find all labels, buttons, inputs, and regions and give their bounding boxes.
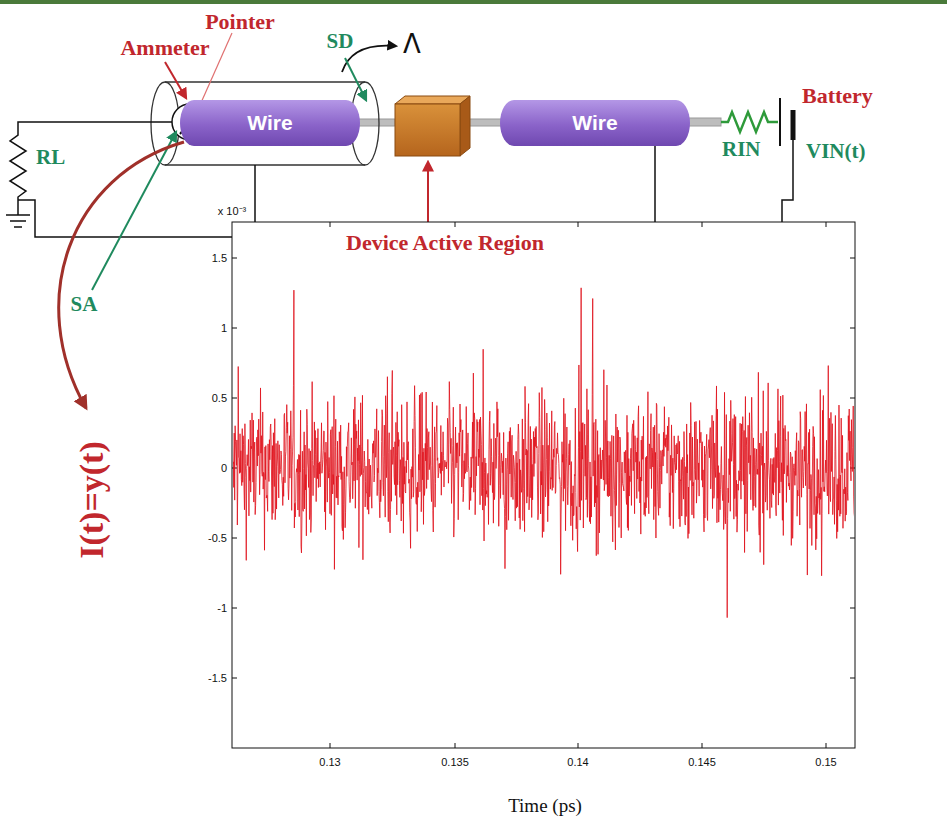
callout-label: Ammeter: [120, 36, 209, 60]
ammeter-leader: [165, 62, 186, 98]
surface-label: SD: [327, 30, 354, 53]
chart-frame: [232, 222, 855, 748]
tick-label: 0.5: [212, 392, 227, 404]
wire-label: Wire: [572, 111, 617, 135]
tick-label: 0.145: [688, 756, 716, 768]
component-label: VIN(t): [806, 140, 865, 163]
callout-label: Device Active Region: [346, 231, 544, 255]
surface-symbol: Λ: [403, 30, 421, 59]
resistor-symbol: [721, 112, 778, 132]
sa-leader: [92, 132, 176, 290]
current-arrow: [59, 142, 184, 408]
axis-title: Time (ps): [508, 796, 582, 817]
component-label: RL: [36, 146, 65, 169]
callout-label: Pointer: [205, 10, 275, 34]
tick-label: 0.15: [815, 756, 836, 768]
surface-label: SA: [71, 293, 98, 316]
tick-label: -0.5: [208, 532, 227, 544]
axis-title: I(t)=y(t): [73, 441, 110, 559]
tick-label: -1.5: [208, 672, 227, 684]
device-active-region: [395, 96, 470, 156]
gauss-surface: [151, 82, 379, 165]
wire-label: Wire: [247, 111, 292, 135]
tick-label: -1: [217, 602, 227, 614]
battery-symbol: [780, 98, 793, 146]
tick-label: 1.5: [212, 252, 227, 264]
tick-label: 1: [221, 322, 227, 334]
axis-multiplier: x 10⁻³: [218, 205, 246, 217]
tick-label: 0.135: [441, 756, 469, 768]
component-label: RIN: [722, 138, 761, 161]
noise-path: [233, 288, 854, 618]
header-bar: [0, 0, 947, 4]
wire-cylinder: Wire: [500, 100, 690, 146]
component-label: Battery: [802, 84, 873, 108]
tick-label: 0.14: [567, 756, 588, 768]
wire-cylinder: Wire: [180, 100, 360, 146]
device-leader: [427, 162, 429, 226]
tick-label: 0: [221, 462, 227, 474]
tick-label: 0.13: [319, 756, 340, 768]
signal-trace: [233, 288, 854, 618]
sd-leader: [345, 58, 366, 100]
